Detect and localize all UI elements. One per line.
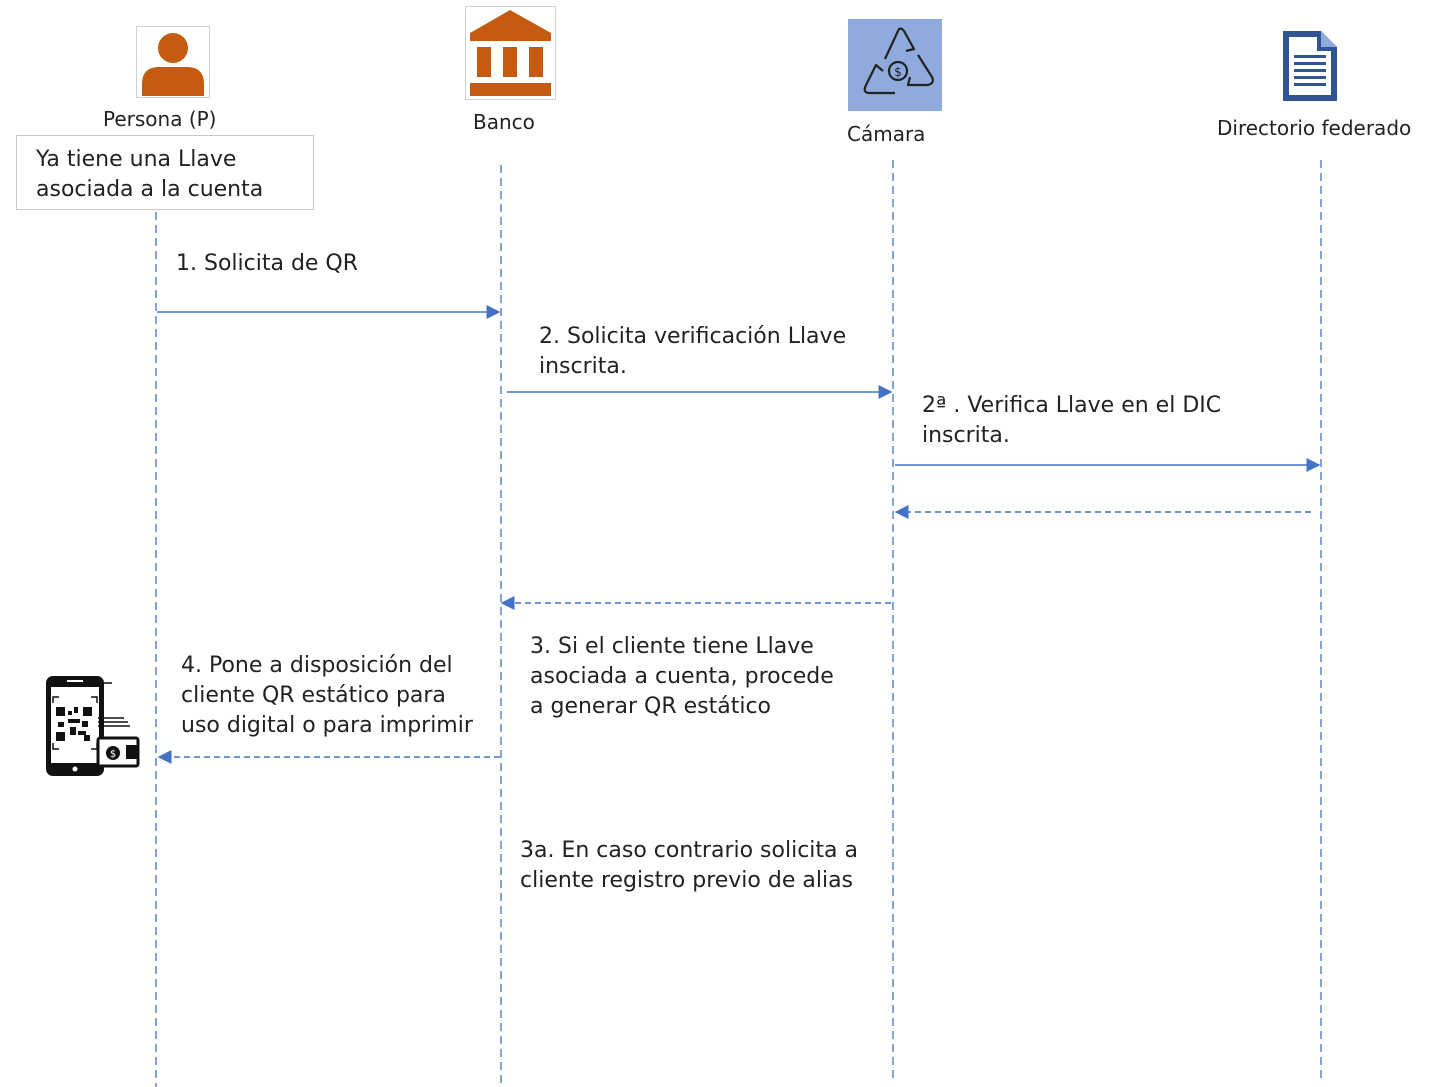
actor-label-persona: Persona (P)	[103, 107, 217, 131]
message-label-2a: 2ª . Verifica Llave en el DIC inscrita.	[922, 393, 1222, 448]
svg-text:$: $	[894, 65, 902, 79]
document-icon	[1281, 29, 1339, 103]
message-label-3: 3. Si el cliente tiene Llave asociada a …	[530, 634, 834, 719]
clearing-house-icon: $	[848, 19, 942, 111]
actor-label-camara: Cámara	[847, 122, 926, 146]
bank-icon	[465, 6, 556, 100]
svg-text:$: $	[110, 749, 116, 760]
person-icon	[136, 26, 210, 98]
actor-label-banco: Banco	[473, 110, 535, 134]
message-label-4: 4. Pone a disposición del cliente QR est…	[181, 653, 473, 738]
message-label-3a: 3a. En caso contrario solicita a cliente…	[520, 838, 858, 893]
message-label-2: 2. Solicita verificación Llave inscrita.	[539, 324, 847, 379]
precondition-note: Ya tiene una Llave asociada a la cuenta	[16, 135, 314, 210]
message-label-1: 1. Solicita de QR	[176, 251, 359, 276]
actor-label-directorio: Directorio federado	[1217, 116, 1412, 140]
precondition-note-text: Ya tiene una Llave asociada a la cuenta	[36, 147, 264, 202]
phone-qr-icon: $	[38, 673, 142, 783]
